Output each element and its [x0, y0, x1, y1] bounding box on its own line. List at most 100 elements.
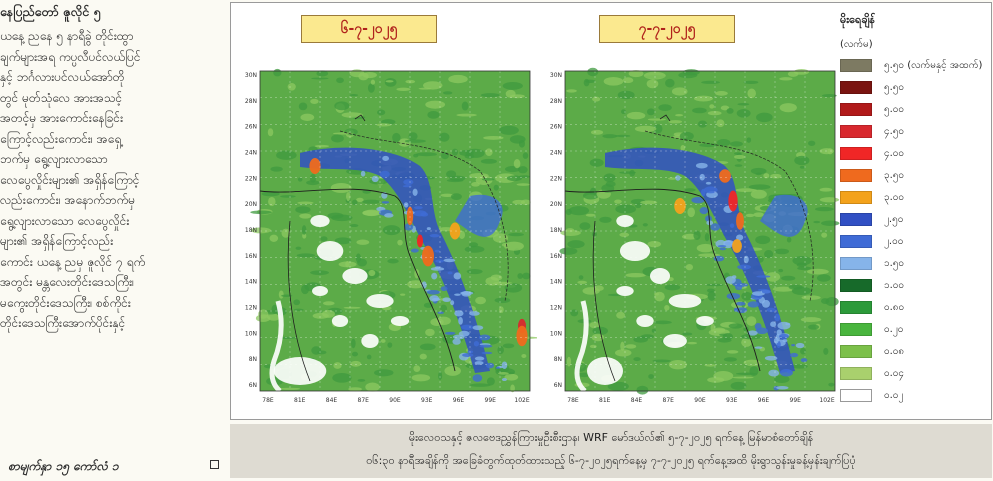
legend-swatch — [840, 367, 872, 380]
latitude-label: 18N — [550, 227, 562, 234]
article-line: အတင့်မှ အားကောင်းနေခြင်း — [0, 111, 124, 125]
longitude-label: 96E — [453, 397, 465, 404]
legend-item: ၄.၀၀ — [840, 145, 990, 163]
figure-caption: မိုးလေဝသနှင့် ဇလဗေဒညွှန်ကြားမှုဦးစီးဌာန၊… — [230, 424, 992, 478]
legend-label: ၀.၀၂ — [884, 390, 904, 401]
longitude-label: 84E — [631, 397, 643, 404]
latitude-label: 18N — [245, 227, 257, 234]
legend-unit: (လက်မ) — [840, 39, 873, 50]
latitude-label: 24N — [245, 150, 257, 157]
legend-item: ၂.၀၀ — [840, 233, 990, 251]
latitude-label: 16N — [550, 253, 562, 260]
latitude-label: 6N — [554, 382, 562, 389]
article-line: ရွေ့လျားလာသော လေပွေလှိုင်း — [0, 213, 130, 228]
legend-label: ၀.၀၈ — [884, 346, 905, 357]
legend-item: ၀.၀၂ — [840, 387, 990, 405]
latitude-label: 30N — [550, 72, 562, 79]
longitude-label: 84E — [326, 397, 338, 404]
legend-swatch — [840, 389, 872, 402]
article-heading: နေပြည်တော် ဇူလိုင် ၅ — [0, 4, 101, 19]
legend-label: ၀.၀၄ — [884, 368, 905, 379]
latitude-label: 16N — [245, 253, 257, 260]
article-line: လည်းကောင်း၊ အနောက်ဘက်မှ — [0, 193, 136, 207]
legend-label: ၃.၀၀ — [884, 192, 905, 203]
legend-item: ၀.၀၈ — [840, 343, 990, 361]
longitude-label: 81E — [294, 397, 306, 404]
longitude-label: 99E — [790, 397, 802, 404]
legend-item: ၅.၀၀ — [840, 101, 990, 119]
legend-item: ၀.၂၀ — [840, 321, 990, 339]
article-line: လေပွေလှိုင်းများ၏ အရှိန်ကြောင့် — [0, 172, 140, 187]
legend-swatch — [840, 301, 872, 314]
legend-label: ၅.၅၀ — [884, 82, 905, 93]
legend-swatch — [840, 125, 872, 138]
legend-item: ၀.၈၀ — [840, 299, 990, 317]
legend-swatch — [840, 257, 872, 270]
legend-label: ၂.၀၀ — [884, 236, 904, 247]
article-line: ဘက်မှ ရွေ့လျားလာသော — [0, 152, 108, 166]
legend-item: ၁.၀၀ — [840, 277, 990, 295]
latitude-label: 8N — [249, 356, 257, 363]
latitude-label: 14N — [550, 279, 562, 286]
longitude-label: 96E — [758, 397, 770, 404]
article-line: ကြောင့်လည်းကောင်း၊ အရှေ့ — [0, 131, 122, 146]
legend-label: ၅.၀၀ — [884, 104, 905, 115]
legend-item: ၅.၅၀ — [840, 79, 990, 97]
longitude-label: 90E — [389, 397, 401, 404]
legend-label: ၁.၅၀ — [884, 258, 905, 269]
legend-swatch — [840, 279, 872, 292]
longitude-label: 78E — [262, 397, 274, 404]
latitude-label: 20N — [550, 201, 562, 208]
legend-item: ၁.၅၀ — [840, 255, 990, 273]
latitude-label: 22N — [245, 175, 257, 182]
legend-label: ၃.၅၀ — [884, 170, 905, 181]
latitude-label: 30N — [245, 72, 257, 79]
caption-line-1: မိုးလေဝသနှင့် ဇလဗေဒညွှန်ကြားမှုဦးစီးဌာန၊… — [408, 431, 814, 444]
longitude-label: 102E — [819, 397, 834, 404]
longitude-label: 78E — [567, 397, 579, 404]
latitude-label: 26N — [550, 124, 562, 131]
legend-swatch — [840, 235, 872, 248]
legend-swatch — [840, 213, 872, 226]
article-line: တိုင်းဒေသကြီးအောက်ပိုင်းနှင့် — [0, 316, 126, 330]
legend-title: မိုးရေချိန် — [840, 13, 875, 26]
longitude-label: 99E — [485, 397, 497, 404]
article-line: အတွင်း မန္တလေးတိုင်းဒေသကြီး၊ — [0, 275, 135, 289]
legend-label: ၁.၀၀ — [884, 280, 905, 291]
legend-label: ၀.၈၀ — [884, 302, 905, 313]
date-label-left: ၆-၇-၂၀၂၅ — [301, 15, 437, 43]
legend-item: ၅.၅၀ (လက်မနှင့် အထက်) — [840, 57, 990, 75]
article-line: ချက်များအရ ကပ္ပလီပင်လယ်ပြင် — [0, 49, 141, 64]
article-continuation: စာမျက်နှာ ၁၅ ကော်လံ ၁ — [8, 459, 119, 473]
legend-swatch — [840, 323, 872, 336]
longitude-label: 93E — [421, 397, 433, 404]
longitude-label: 102E — [514, 397, 529, 404]
latitude-label: 10N — [550, 330, 562, 337]
legend-label: ၀.၂၀ — [884, 324, 904, 335]
latitude-label: 20N — [245, 201, 257, 208]
legend-swatch — [840, 147, 872, 160]
legend-swatch — [840, 59, 872, 72]
latitude-label: 10N — [245, 330, 257, 337]
legend-label: ၅.၅၀ (လက်မနှင့် အထက်) — [884, 60, 983, 71]
article-line: များ၏ အရှိန်ကြောင့်လည်း — [0, 234, 114, 248]
latitude-label: 22N — [550, 175, 562, 182]
longitude-label: 87E — [663, 397, 675, 404]
latitude-label: 24N — [550, 150, 562, 157]
legend-swatch — [840, 81, 872, 94]
legend-label: ၂.၅၀ — [884, 214, 904, 225]
rainfall-map-left: 30N28N26N24N22N20N18N16N14N12N10N8N6N78E… — [245, 68, 537, 404]
legend-swatch — [840, 169, 872, 182]
longitude-label: 87E — [358, 397, 370, 404]
caption-line-2: ၀၆:၃၀ နာရီအချိန်ကို အခြေခံတွက်ထုတ်ထားသည့… — [366, 454, 856, 467]
article-line: မကွေးတိုင်းဒေသကြီး၊ စစ်ကိုင်း — [0, 295, 131, 310]
latitude-label: 28N — [245, 98, 257, 105]
legend-item: ၀.၀၄ — [840, 365, 990, 383]
latitude-label: 14N — [245, 279, 257, 286]
legend-item: ၃.၀၀ — [840, 189, 990, 207]
article-line: ကောင်း ယနေ့ ညမှ ဇူလိုင် ၇ ရက် — [0, 254, 146, 269]
article-line: နှင့် ဘင်္ဂလားပင်လယ်အော်တို — [0, 70, 125, 84]
rainfall-legend: မိုးရေချိန် (လက်မ) ၅.၅၀ (လက်မနှင့် အထက်)… — [836, 13, 991, 413]
article-column: နေပြည်တော် ဇူလိုင် ၅ ယနေ့ ညနေ ၅ နာရီခွဲ … — [0, 0, 222, 481]
